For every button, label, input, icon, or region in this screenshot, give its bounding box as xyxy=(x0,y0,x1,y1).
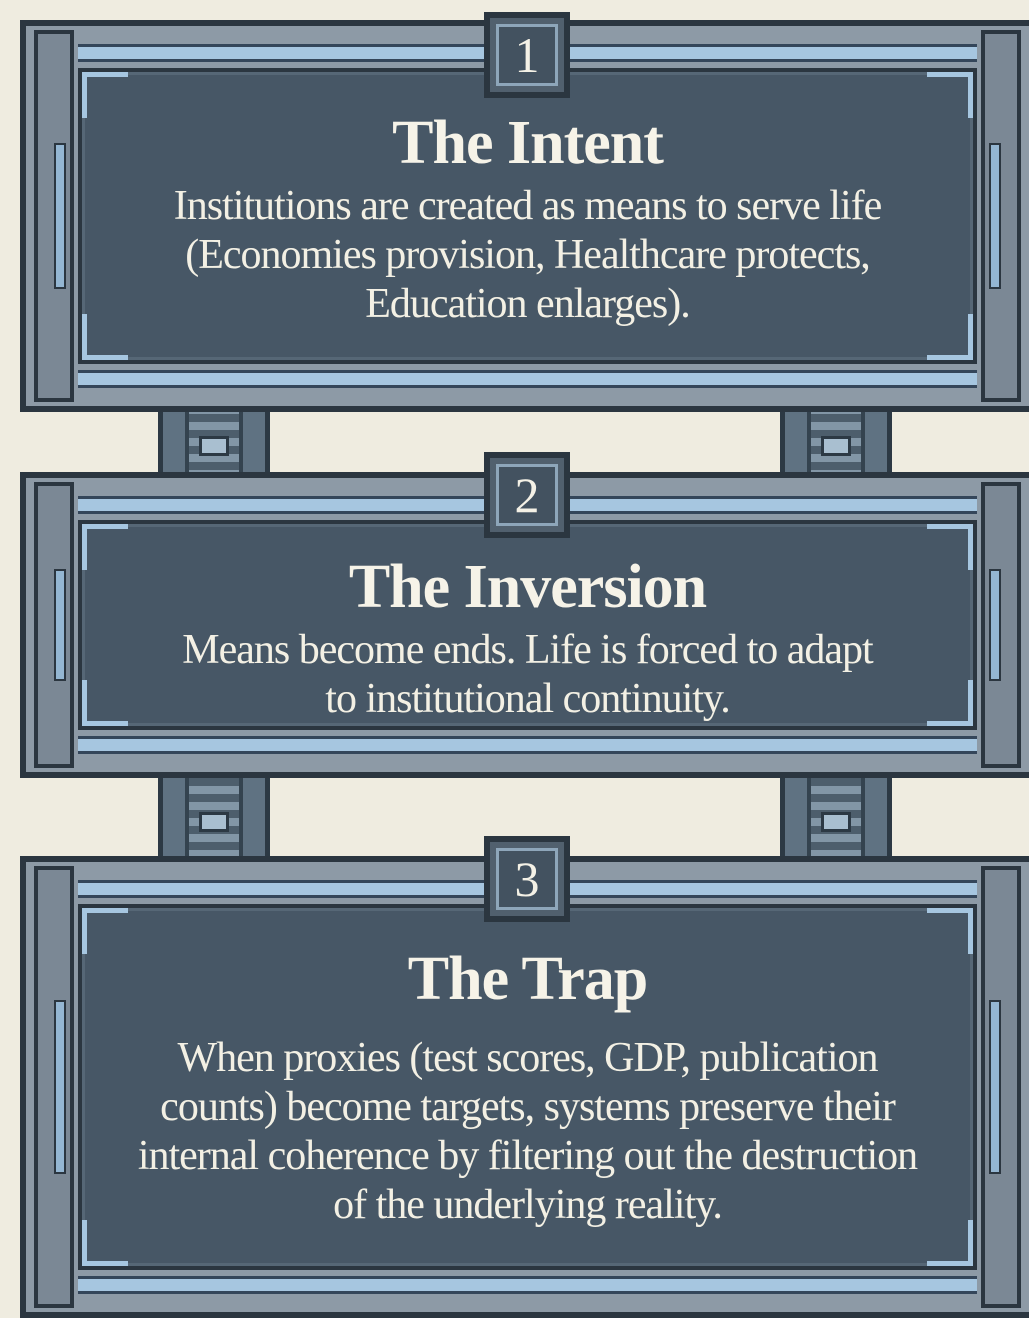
step-panel-intent: 1 The Intent Institutions are created as… xyxy=(20,12,1029,412)
step-title: The Intent xyxy=(392,109,664,177)
corner-bracket xyxy=(927,72,973,118)
corner-bracket xyxy=(82,314,128,360)
step-description: Institutions are created as means to ser… xyxy=(173,183,883,328)
frame-rail-bottom xyxy=(78,1276,977,1294)
frame-post-right xyxy=(981,30,1021,402)
connector-right-2-3 xyxy=(780,770,892,870)
frame-post-right xyxy=(981,866,1021,1308)
panel-content: The Trap When proxies (test scores, GDP,… xyxy=(78,948,977,1270)
step-number: 3 xyxy=(496,848,558,910)
corner-bracket xyxy=(82,1220,128,1266)
step-title: The Trap xyxy=(407,945,649,1013)
frame-rail-bottom xyxy=(78,736,977,754)
step-number: 2 xyxy=(496,464,558,526)
corner-bracket xyxy=(82,524,128,570)
step-title: The Inversion xyxy=(348,553,707,621)
step-panel-inversion: 2 The Inversion Means become ends. Life … xyxy=(20,452,1029,778)
corner-bracket xyxy=(927,908,973,954)
step-number-badge: 1 xyxy=(484,12,570,98)
corner-bracket xyxy=(927,314,973,360)
step-description: When proxies (test scores, GDP, publicat… xyxy=(137,1035,918,1229)
frame-post-left xyxy=(34,866,74,1308)
step-description: Means become ends. Life is forced to ada… xyxy=(182,627,873,723)
panel-inner xyxy=(78,904,977,1270)
frame-post-left xyxy=(34,482,74,768)
step-number: 1 xyxy=(496,24,558,86)
corner-bracket xyxy=(82,908,128,954)
corner-bracket xyxy=(82,680,128,726)
corner-bracket xyxy=(927,1220,973,1266)
panel-content: The Inversion Means become ends. Life is… xyxy=(78,556,977,730)
step-panel-trap: 3 The Trap When proxies (test scores, GD… xyxy=(20,836,1029,1318)
corner-bracket xyxy=(927,524,973,570)
step-number-badge: 2 xyxy=(484,452,570,538)
corner-bracket xyxy=(82,72,128,118)
corner-bracket xyxy=(927,680,973,726)
connector-left-2-3 xyxy=(158,770,270,870)
frame-post-left xyxy=(34,30,74,402)
step-number-badge: 3 xyxy=(484,836,570,922)
frame-rail-bottom xyxy=(78,370,977,388)
panel-content: The Intent Institutions are created as m… xyxy=(78,112,977,364)
frame-post-right xyxy=(981,482,1021,768)
